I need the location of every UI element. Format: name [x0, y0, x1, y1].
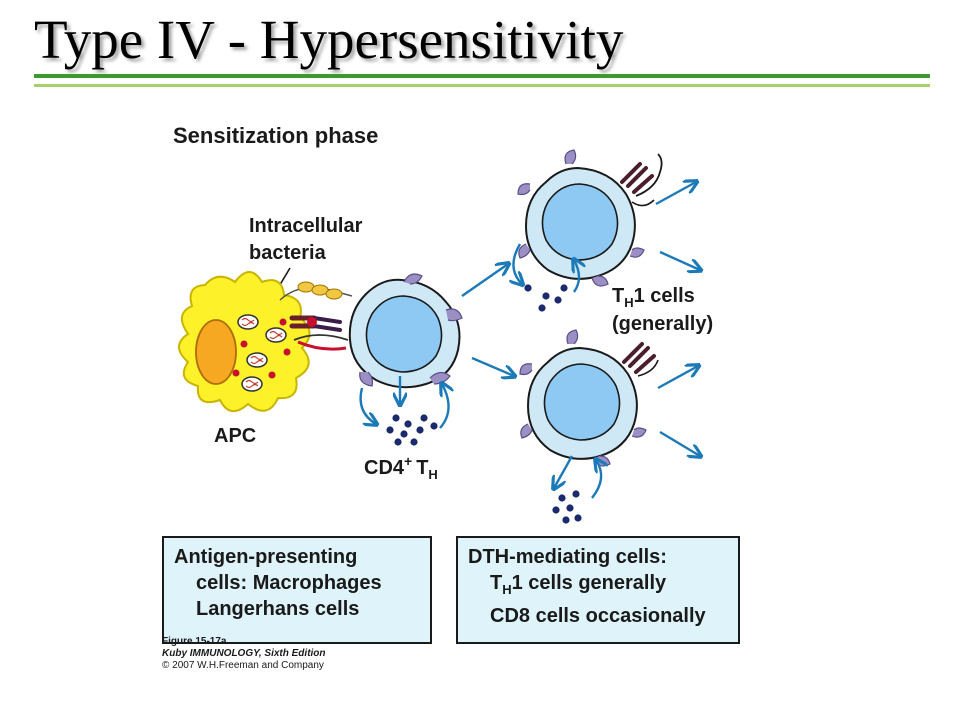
bacterium-vesicle: [241, 376, 263, 392]
th1-label-line2: (generally): [612, 313, 713, 335]
apc-types-box: Antigen-presenting cells: Macrophages La…: [162, 536, 432, 644]
surface-receptor: [445, 308, 463, 322]
autocrine-arrow: [359, 387, 376, 424]
book-title: Kuby IMMUNOLOGY, Sixth Edition: [162, 648, 326, 659]
apc-label: APC: [214, 425, 256, 447]
differentiation-arrow-bottom: [471, 356, 514, 376]
slide-title: Type IV - Hypersensitivity: [34, 9, 624, 70]
dth-cells-box: DTH-mediating cells: TH1 cells generally…: [456, 536, 740, 644]
th1-label: TH1 cells (generally): [612, 285, 713, 335]
title-rule-green: [34, 74, 930, 78]
cd4-label: CD4+TH: [364, 453, 438, 482]
cytokines-th1-top: [524, 284, 568, 312]
differentiation-arrow-top: [461, 264, 508, 297]
apc-cell: [178, 271, 311, 412]
dth-box-line3: CD8 cells occasionally: [490, 605, 706, 627]
autocrine-arrow: [440, 384, 449, 429]
immune-synapse: [279, 281, 353, 351]
dth-box-line1: DTH-mediating cells:: [468, 546, 667, 568]
bacterium-vesicle: [265, 327, 287, 343]
bacterium-vesicle: [237, 314, 259, 330]
surface-receptor: [403, 273, 423, 285]
antigen-dot: [232, 369, 240, 377]
antigen-dot: [283, 348, 291, 356]
phase-heading: Sensitization phase: [173, 123, 378, 148]
th1-bottom-arrows: [554, 366, 700, 499]
figure-number: Figure 15-17a: [162, 636, 227, 647]
apc-box-line1: Antigen-presenting: [174, 546, 358, 568]
cytokines-cd4: [386, 414, 438, 446]
bacteria-label-line1: Intracellular: [249, 215, 363, 237]
cd4-arrows: [359, 264, 514, 429]
cytokines-th1-bottom: [552, 490, 582, 524]
copyright-line: © 2007 W.H.Freeman and Company: [162, 660, 324, 671]
th1-cell-top: [517, 149, 663, 287]
antigen-dot: [279, 318, 287, 326]
antigen-dot: [240, 340, 248, 348]
title-rule-lime: [34, 84, 930, 87]
dth-box-line2: TH1 cells generally: [490, 572, 667, 597]
th1-cell-bottom: [519, 329, 659, 467]
figure-caption: Figure 15-17a Kuby IMMUNOLOGY, Sixth Edi…: [162, 636, 326, 672]
surface-receptor: [359, 371, 374, 387]
svg-text:TH1 cells: TH1 cells: [612, 285, 695, 310]
apc-box-line3: Langerhans cells: [196, 598, 360, 620]
cd4-t-cell: [348, 273, 463, 389]
apc-nucleus: [195, 319, 237, 385]
th1-top-arrows: [513, 182, 700, 293]
antigen-dot: [268, 371, 276, 379]
bacterium-vesicle: [246, 352, 268, 368]
bacteria-label-line2: bacteria: [249, 242, 327, 264]
apc-box-line2: cells: Macrophages: [196, 572, 382, 594]
